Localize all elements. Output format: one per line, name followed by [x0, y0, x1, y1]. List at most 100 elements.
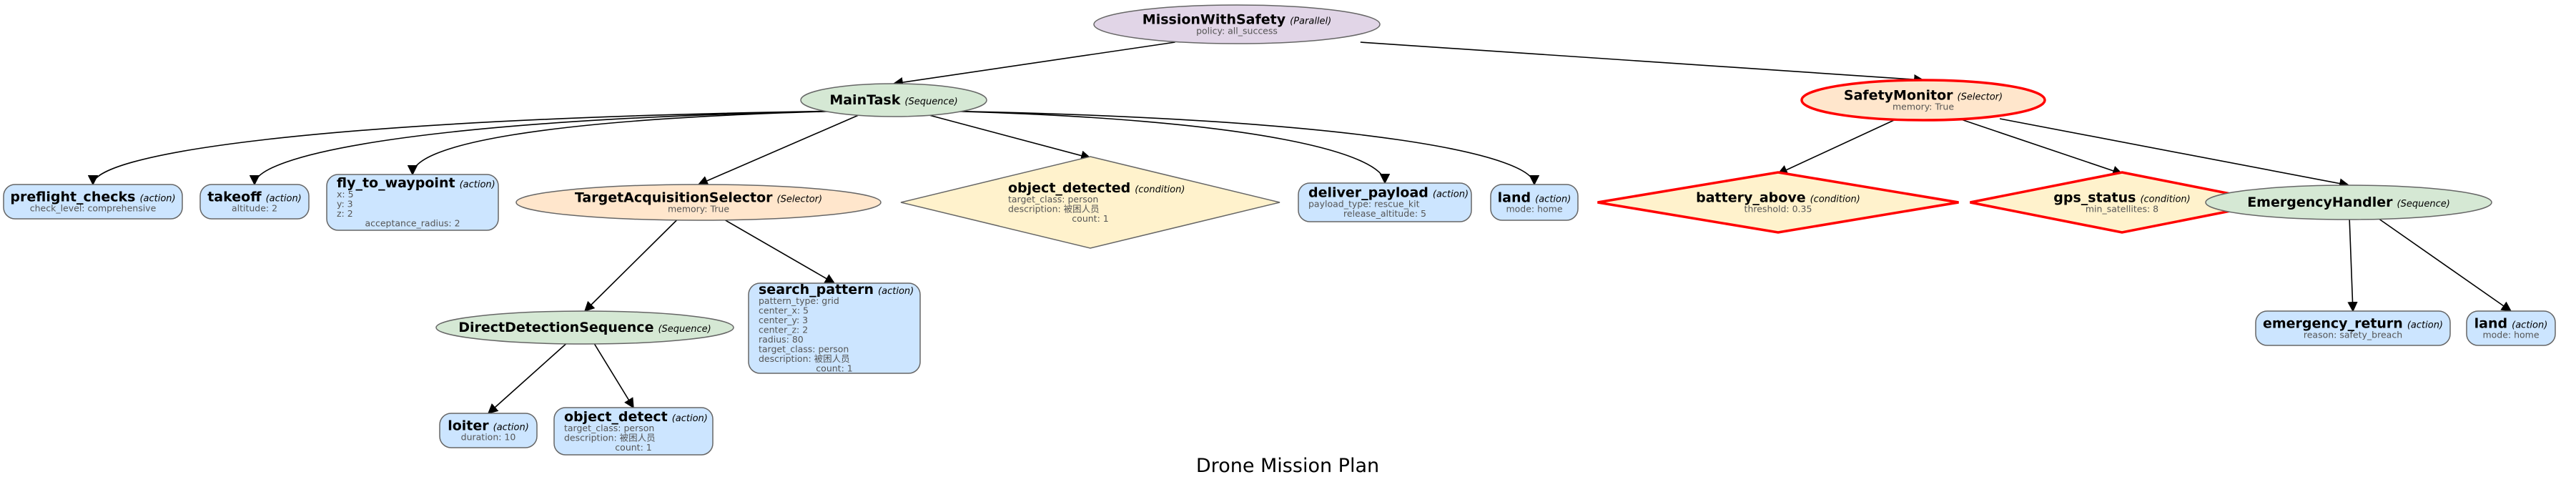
- node-param: check_level: comprehensive: [30, 202, 157, 213]
- edge-root-safety: [1360, 41, 1925, 85]
- node-type: (Selector): [1958, 92, 2003, 102]
- node-param: payload_type: rescue_kit: [1308, 199, 1420, 210]
- node-type: (action): [1433, 190, 1469, 200]
- node-box: [3, 184, 183, 220]
- node-emerg[interactable]: EmergencyHandler(Sequence): [2205, 185, 2492, 220]
- node-tas[interactable]: TargetAcquisitionSelector(Selector)memor…: [515, 184, 882, 221]
- node-name: TargetAcquisitionSelector: [575, 190, 773, 205]
- node-param: count: 1: [1072, 213, 1108, 224]
- node-name: fly_to_waypoint: [337, 175, 455, 191]
- node-type: (action): [2512, 320, 2547, 330]
- edge-emerg-eret: [2347, 217, 2358, 313]
- node-diamond: [1970, 171, 2274, 234]
- node-ellipse: [1093, 4, 1381, 44]
- node-type: (Sequence): [2397, 199, 2450, 210]
- node-param: z: 2: [337, 208, 353, 219]
- node-type: (action): [139, 193, 175, 204]
- node-gps[interactable]: gps_status (condition)min_satellites: 8: [1970, 171, 2274, 234]
- node-search[interactable]: search_pattern(action)pattern_type: grid…: [748, 282, 921, 374]
- node-param: duration: 10: [461, 431, 516, 442]
- node-type: (Sequence): [904, 97, 957, 107]
- node-type: (action): [878, 286, 914, 297]
- node-title: land(action): [1498, 190, 1571, 205]
- node-param: target_class: person: [759, 344, 849, 355]
- edge-safety-gps: [1958, 118, 2123, 176]
- node-diamond: [1597, 171, 1959, 234]
- node-param: acceptance_radius: 2: [365, 218, 460, 229]
- node-objdetect[interactable]: object_detect(action)target_class: perso…: [553, 407, 714, 456]
- node-name: loiter: [448, 418, 489, 433]
- node-type: (condition): [1810, 194, 1860, 205]
- node-battery[interactable]: battery_above(condition)threshold: 0.35: [1597, 171, 1959, 234]
- node-loiter[interactable]: loiter(action)duration: 10: [439, 413, 538, 448]
- node-param: target_class: person: [1008, 194, 1098, 205]
- node-param: description: 被困人员: [564, 432, 656, 443]
- node-title: object_detected(condition): [1008, 180, 1185, 196]
- edge-main-objdet: [929, 114, 1092, 161]
- node-box: [1298, 182, 1472, 222]
- node-box: [1490, 184, 1579, 221]
- node-title: SafetyMonitor(Selector): [1844, 87, 2003, 103]
- node-land2[interactable]: land (action)mode: home: [2466, 310, 2556, 346]
- node-fly[interactable]: fly_to_waypoint(action)x: 5y: 3z: 2accep…: [326, 174, 499, 231]
- node-param: pattern_type: grid: [759, 295, 839, 306]
- node-name: MainTask: [829, 92, 900, 108]
- node-type: (condition): [1135, 185, 1185, 195]
- node-param: mode: home: [2482, 329, 2539, 340]
- node-eret[interactable]: emergency_return(action)reason: safety_b…: [2255, 310, 2451, 346]
- node-param: policy: all_success: [1196, 25, 1278, 36]
- edge-tas-search: [722, 218, 836, 284]
- node-title: MainTask (Sequence): [829, 92, 957, 108]
- node-name: DirectDetectionSequence: [458, 320, 653, 335]
- edge-safety-battery: [1777, 118, 1898, 175]
- node-title: EmergencyHandler(Sequence): [2247, 195, 2450, 210]
- node-ellipse: [800, 83, 987, 117]
- node-param: min_satellites: 8: [2086, 203, 2158, 214]
- edge-main-deliver: [936, 110, 1391, 185]
- edge-root-main: [892, 41, 1175, 88]
- node-type: (action): [266, 193, 302, 204]
- node-name: preflight_checks: [10, 189, 135, 205]
- diagram-title: Drone Mission Plan: [1196, 455, 1379, 477]
- node-param: x: 5: [337, 189, 354, 200]
- node-name: deliver_payload: [1308, 185, 1428, 201]
- node-main[interactable]: MainTask (Sequence): [800, 83, 987, 117]
- node-param: description: 被困人员: [1008, 203, 1100, 214]
- node-name: gps_status: [2053, 190, 2136, 205]
- node-type: (Parallel): [1290, 16, 1331, 26]
- node-type: (Sequence): [658, 324, 711, 335]
- node-deliver[interactable]: deliver_payload (action) payload_type: res…: [1298, 182, 1472, 222]
- node-dds[interactable]: DirectDetectionSequence (Sequence): [435, 310, 734, 345]
- node-param: radius: 80: [759, 334, 804, 345]
- node-title: DirectDetectionSequence (Sequence): [458, 320, 711, 335]
- node-name: object_detect: [564, 409, 668, 425]
- node-ellipse: [515, 184, 882, 221]
- node-param: reason: safety_breach: [2304, 329, 2402, 340]
- node-box: [199, 184, 310, 220]
- node-param: altitude: 2: [232, 202, 277, 213]
- node-title: emergency_return(action): [2263, 315, 2443, 331]
- node-takeoff[interactable]: takeoff (action)altitude: 2: [199, 184, 310, 220]
- node-param: target_class: person: [564, 423, 654, 433]
- node-title: search_pattern(action): [759, 282, 914, 297]
- node-root[interactable]: MissionWithSafety(Parallel)policy: all_s…: [1093, 4, 1381, 44]
- node-name: land: [2474, 315, 2507, 331]
- edge-tas-dds: [583, 218, 678, 313]
- node-safety[interactable]: SafetyMonitor(Selector)memory: True: [1800, 79, 2046, 122]
- edge-main-land1: [936, 110, 1540, 186]
- node-name: land: [1498, 190, 1531, 205]
- node-name: takeoff: [207, 189, 262, 205]
- edge-dds-objdetect: [593, 342, 634, 409]
- node-title: takeoff (action): [207, 189, 302, 205]
- node-type: (Selector): [777, 194, 823, 205]
- edge-safety-emerg: [1999, 118, 2350, 189]
- node-objdet[interactable]: object_detected(condition)target_class: …: [900, 156, 1280, 249]
- node-box: [2255, 310, 2451, 346]
- node-preflight[interactable]: preflight_checks (action)check_level: com…: [3, 184, 183, 220]
- node-type: (action): [2407, 320, 2443, 330]
- node-land1[interactable]: land(action)mode: home: [1490, 184, 1579, 221]
- node-type: (condition): [2140, 194, 2190, 205]
- node-param: mode: home: [1506, 203, 1562, 214]
- node-ellipse: [435, 310, 734, 345]
